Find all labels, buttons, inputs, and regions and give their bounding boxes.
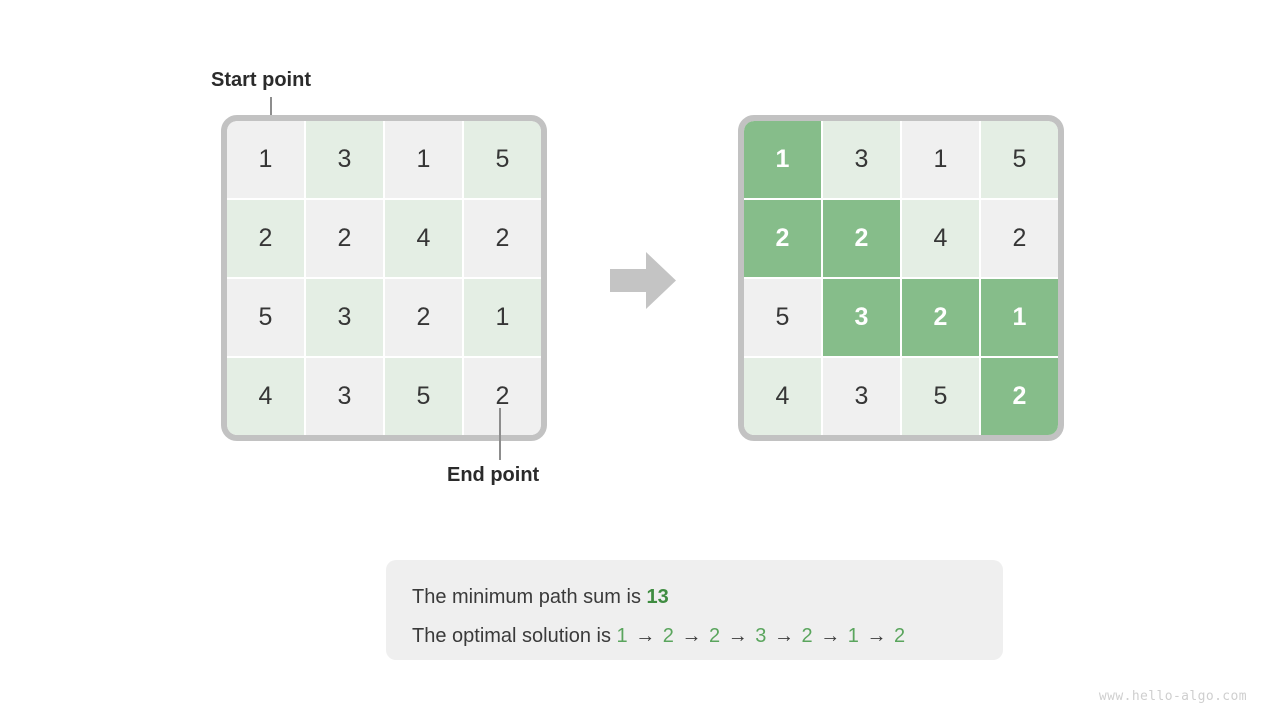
grid-cell: 3 (306, 121, 383, 198)
sequence-value: 2 (801, 625, 813, 647)
grid-cell: 2 (981, 200, 1058, 277)
grid-cell: 3 (823, 279, 900, 356)
grid-cell: 4 (744, 358, 821, 435)
sequence-value: 1 (616, 625, 628, 647)
sequence-arrow-icon: → (768, 625, 800, 647)
grid-cell: 2 (823, 200, 900, 277)
watermark: www.hello-algo.com (1098, 689, 1247, 704)
grid-cell: 2 (981, 358, 1058, 435)
caption-solution-text: The optimal solution is (412, 625, 617, 647)
grid-cell: 5 (902, 358, 979, 435)
sequence-arrow-icon: → (675, 625, 708, 647)
grid-cell: 1 (744, 121, 821, 198)
grid-cell: 5 (981, 121, 1058, 198)
grid-cell: 1 (385, 121, 462, 198)
sequence-value: 3 (755, 625, 767, 647)
sequence-arrow-icon: → (629, 625, 661, 647)
grid-cell: 2 (464, 358, 541, 435)
sequence-arrow-icon: → (722, 625, 754, 647)
sequence-arrow-icon: → (814, 625, 846, 647)
caption-box: The minimum path sum is 13 The optimal s… (386, 560, 1003, 660)
grid-cell: 3 (823, 358, 900, 435)
sequence-value: 1 (847, 625, 859, 647)
arrow-right-block-icon (610, 252, 676, 309)
grid-cell: 2 (385, 279, 462, 356)
grid-cell: 2 (227, 200, 304, 277)
min-path-sum-value: 13 (646, 586, 669, 608)
grid-cell: 1 (227, 121, 304, 198)
caption-line-solution: The optimal solution is 1 → 2 → 2 → 3 → … (412, 617, 1003, 656)
grid-cell: 4 (902, 200, 979, 277)
grid-cell: 1 (464, 279, 541, 356)
optimal-solution-sequence: 1 → 2 → 2 → 3 → 2 → 1 → 2 (617, 625, 906, 647)
grid-cell: 2 (902, 279, 979, 356)
grid-cell: 3 (306, 279, 383, 356)
grid-cell: 3 (823, 121, 900, 198)
grid-cell: 5 (744, 279, 821, 356)
sequence-arrow-icon: → (860, 625, 893, 647)
start-point-label: Start point (211, 69, 311, 91)
end-point-leader-line (499, 408, 501, 460)
grid-cell: 1 (981, 279, 1058, 356)
grid-cell: 2 (306, 200, 383, 277)
caption-line-min-sum: The minimum path sum is 13 (412, 578, 1003, 617)
grid-cell: 2 (744, 200, 821, 277)
sequence-value: 2 (709, 625, 721, 647)
grid-cell: 2 (464, 200, 541, 277)
grid-cell: 5 (385, 358, 462, 435)
grid-cell: 5 (464, 121, 541, 198)
grid-cell: 4 (385, 200, 462, 277)
sequence-value: 2 (662, 625, 674, 647)
sequence-value: 2 (894, 625, 906, 647)
caption-min-sum-text: The minimum path sum is (412, 586, 647, 608)
grid-cell: 5 (227, 279, 304, 356)
grid-cell: 3 (306, 358, 383, 435)
grid-cell: 1 (902, 121, 979, 198)
grid-cell: 4 (227, 358, 304, 435)
end-point-label: End point (447, 464, 540, 486)
